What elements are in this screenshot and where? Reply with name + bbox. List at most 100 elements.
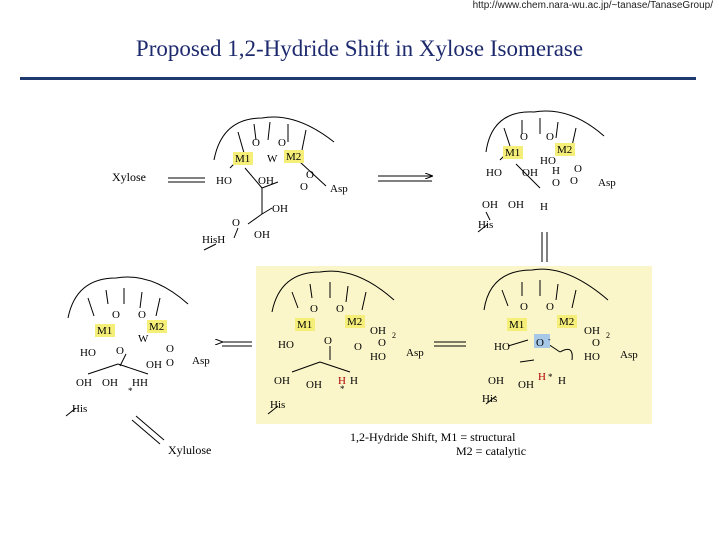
- asp-label: Asp: [406, 347, 424, 359]
- carboxylate-o-right: O: [278, 137, 286, 149]
- oh-label: OH: [508, 199, 524, 211]
- subscript-2: 2: [606, 331, 610, 340]
- metal-m1-label: M1: [297, 319, 312, 331]
- ho-label: HO: [278, 339, 294, 351]
- xylose-label: Xylose: [112, 170, 146, 184]
- asp-o-top: O: [592, 337, 600, 349]
- oh-label: OH: [258, 175, 274, 187]
- carboxylate-o-right: O: [546, 301, 554, 313]
- ho-label: HO: [486, 167, 502, 179]
- metal-m1-label: M1: [509, 319, 524, 331]
- ho-label: HO: [80, 347, 96, 359]
- equilibrium-arrow-xylulose: [131, 415, 165, 445]
- oh-label: OH: [488, 375, 504, 387]
- structure-open-chain: [477, 110, 605, 233]
- his-label: His: [72, 403, 87, 415]
- hish-label: HisH: [202, 234, 225, 246]
- carboxylate-o-left: O: [520, 301, 528, 313]
- star-label: *: [128, 386, 133, 396]
- asp-label: Asp: [192, 355, 210, 367]
- ho-label: HO: [584, 351, 600, 363]
- hydride-h-label: H: [538, 371, 546, 383]
- hh-label: HH: [132, 377, 148, 389]
- subscript-2: 2: [392, 331, 396, 340]
- highlight-panel: [256, 266, 652, 424]
- carboxylate-o-right: O: [336, 303, 344, 315]
- carboxylate-o-left: O: [112, 309, 120, 321]
- caption-line-1: 1,2-Hydride Shift, M1 = structural: [350, 430, 516, 444]
- xylulose-label: Xylulose: [168, 443, 211, 457]
- equilibrium-arrow-left: [222, 342, 252, 347]
- metal-m2-label: M2: [149, 321, 164, 333]
- hydride-h-label: H: [338, 375, 346, 387]
- carboxylate-o-left: O: [310, 303, 318, 315]
- oh-label: OH: [76, 377, 92, 389]
- curved-arrow: [559, 348, 573, 361]
- carboxylate-o-right: O: [138, 309, 146, 321]
- oxygen-label: O: [552, 177, 560, 189]
- oh-label: OH: [146, 359, 162, 371]
- oxygen-label: O: [354, 341, 362, 353]
- oh-label: OH: [102, 377, 118, 389]
- equilibrium-arrow-2: [378, 176, 432, 182]
- equilibrium-arrow-1: [168, 177, 205, 183]
- oh-label: OH: [306, 379, 322, 391]
- structure-transition-right: [483, 268, 609, 405]
- oxygen-label: O: [324, 335, 332, 347]
- asp-o-top: O: [306, 169, 314, 181]
- star-label: *: [340, 384, 345, 394]
- oh-label: OH: [272, 203, 288, 215]
- water-label: W: [138, 333, 149, 345]
- h-label: H: [350, 375, 358, 387]
- minus-sign: -: [548, 335, 551, 344]
- asp-label: Asp: [330, 183, 348, 195]
- structure-xylulose-bound: [65, 276, 189, 417]
- water-label: W: [267, 153, 278, 165]
- asp-label: Asp: [598, 177, 616, 189]
- metal-m1-highlight: [503, 146, 523, 159]
- asp-label: Asp: [620, 349, 638, 361]
- caption-line-2: M2 = catalytic: [456, 444, 527, 458]
- metal-m1-label: M1: [97, 325, 112, 337]
- ring-oxygen-label: O: [232, 217, 240, 229]
- ho-label: HO: [540, 155, 556, 167]
- h-label: H: [540, 201, 548, 213]
- caption: 1,2-Hydride Shift, M1 = structural M2 = …: [350, 430, 526, 458]
- metal-m1-label: M1: [505, 147, 520, 159]
- slide-title: Proposed 1,2-Hydride Shift in Xylose Iso…: [135, 36, 584, 61]
- carboxylate-o-left: O: [252, 137, 260, 149]
- oh2-label: OH: [584, 325, 600, 337]
- metal-m2-label: M2: [286, 151, 301, 163]
- oh2-label: OH: [370, 325, 386, 337]
- metal-m2-highlight: [284, 150, 304, 163]
- oxygen-label: O: [536, 337, 544, 349]
- ho-label: HO: [216, 175, 232, 187]
- oh-label: OH: [522, 167, 538, 179]
- title-underline: [20, 77, 696, 80]
- ho-label: HO: [494, 341, 510, 353]
- metal-m1-highlight: [295, 318, 315, 331]
- structure-transition-left: [267, 270, 395, 415]
- his-label: His: [478, 219, 493, 231]
- h-label: H: [552, 165, 560, 177]
- asp-o-bottom: O: [166, 357, 174, 369]
- asp-o-bottom: O: [300, 181, 308, 193]
- oh-label: OH: [482, 199, 498, 211]
- metal-m2-label: M2: [559, 316, 574, 328]
- his-label: His: [482, 393, 497, 405]
- asp-o-bottom: O: [570, 175, 578, 187]
- oh-label: OH: [254, 229, 270, 241]
- equilibrium-arrow-vertical: [541, 232, 548, 262]
- oxygen-label: O: [116, 345, 124, 357]
- equilibrium-arrow-panel: [434, 341, 466, 347]
- asp-o-top: O: [378, 337, 386, 349]
- his-label: His: [270, 399, 285, 411]
- ho-label: HO: [370, 351, 386, 363]
- metal-m2-label: M2: [557, 144, 572, 156]
- asp-o-top: O: [574, 163, 582, 175]
- metal-m1-highlight: [95, 324, 115, 337]
- asp-o-top: O: [166, 343, 174, 355]
- metal-m2-label: M2: [347, 316, 362, 328]
- oxygen-highlight: [534, 334, 550, 348]
